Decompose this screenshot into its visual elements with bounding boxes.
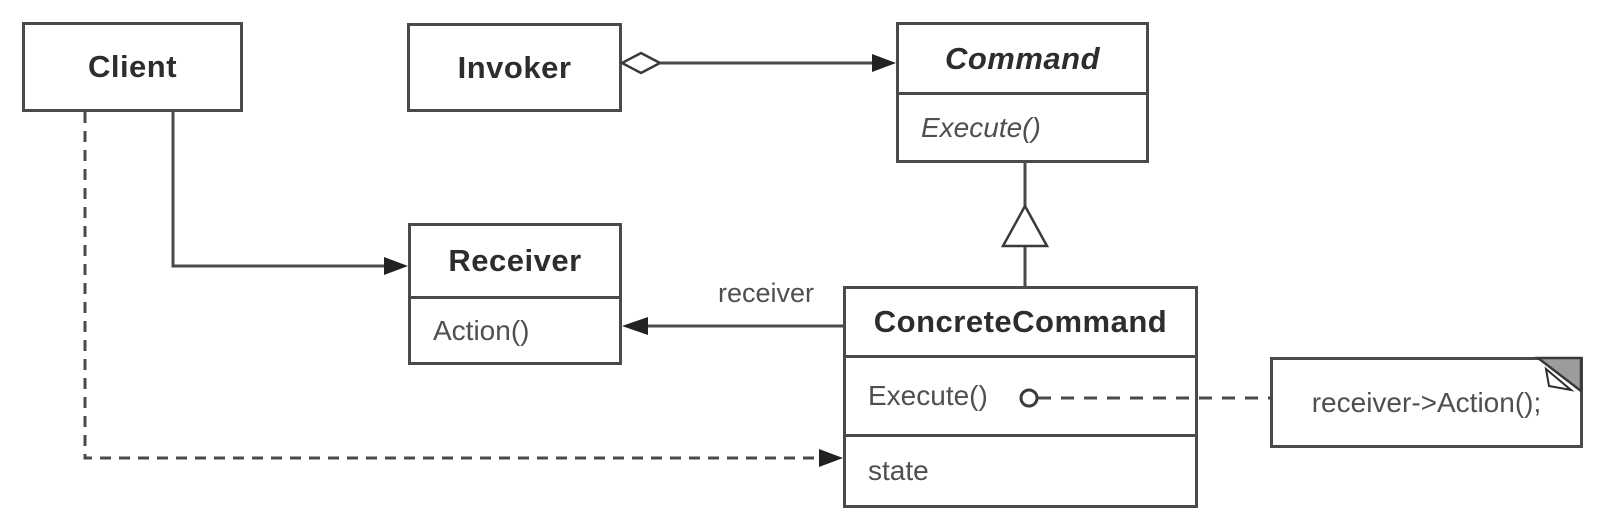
- client-state-arrowhead: [819, 449, 843, 467]
- class-box-concrete-command: ConcreteCommand Execute() state: [843, 286, 1198, 508]
- note-box: receiver->Action();: [1270, 357, 1583, 448]
- concrete-command-method-execute: Execute(): [846, 355, 1195, 434]
- class-box-client: Client: [22, 22, 243, 112]
- note-text: receiver->Action();: [1311, 386, 1542, 418]
- receiver-method-action: Action(): [411, 296, 619, 362]
- inheritance-triangle: [1000, 203, 1050, 248]
- class-name-command: Command: [944, 40, 1101, 76]
- receiver-association-arrowhead: [622, 317, 648, 335]
- invoker-command-arrowhead: [872, 54, 896, 72]
- class-name-receiver: Receiver: [448, 243, 582, 278]
- class-name-client: Client: [87, 49, 178, 84]
- class-name-invoker: Invoker: [457, 49, 572, 85]
- class-name-concrete-command: ConcreteCommand: [873, 304, 1168, 339]
- aggregation-diamond: [619, 51, 663, 75]
- class-box-receiver: Receiver Action(): [408, 223, 622, 365]
- class-box-invoker: Invoker: [407, 23, 622, 112]
- receiver-role-label: receiver: [718, 278, 815, 308]
- client-receiver-line: [171, 112, 384, 268]
- client-receiver-arrowhead: [384, 257, 408, 275]
- command-method-execute: Execute(): [899, 92, 1146, 160]
- concrete-command-attribute-state: state: [846, 434, 1195, 505]
- class-box-command: Command Execute(): [896, 22, 1149, 163]
